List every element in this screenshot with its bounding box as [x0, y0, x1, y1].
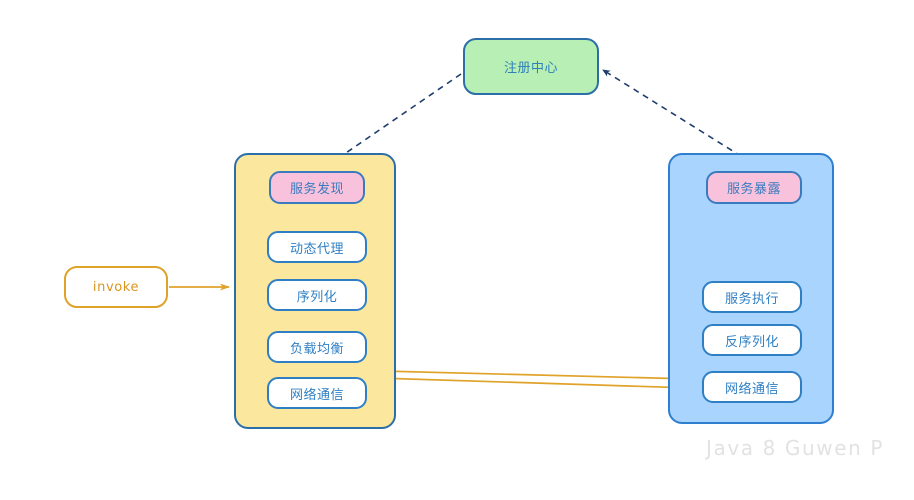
provider-header-label: 服务暴露 [726, 182, 781, 197]
consumer-step-network-communication[interactable]: 网络通信 [267, 377, 367, 409]
consumer-header-service-discovery[interactable]: 服务发现 [269, 171, 365, 204]
provider-step-label: 服务执行 [724, 291, 779, 307]
provider-step-service-execute[interactable]: 服务执行 [702, 281, 802, 313]
provider-step-deserialization[interactable]: 反序列化 [702, 324, 802, 356]
registry-label: 注册中心 [503, 61, 558, 76]
provider-panel: 服务暴露 服务执行 反序列化 网络通信 [668, 153, 834, 424]
watermark: Java 8 Guwen P [706, 436, 885, 460]
consumer-panel: 服务发现 动态代理 序列化 负载均衡 网络通信 [234, 153, 396, 429]
invoke-node[interactable]: invoke [64, 266, 168, 308]
connector-response [380, 367, 693, 380]
consumer-step-label: 动态代理 [289, 241, 344, 257]
invoke-label: invoke [92, 279, 140, 295]
consumer-header-label: 服务发现 [289, 182, 344, 197]
consumer-step-label: 序列化 [296, 289, 338, 305]
consumer-step-dynamic-proxy[interactable]: 动态代理 [267, 231, 367, 263]
connector-request [376, 377, 693, 392]
consumer-step-label: 负载均衡 [289, 341, 344, 357]
provider-step-network-communication[interactable]: 网络通信 [702, 371, 802, 403]
consumer-step-serialization[interactable]: 序列化 [267, 279, 367, 311]
provider-step-label: 反序列化 [724, 334, 779, 350]
consumer-step-load-balance[interactable]: 负载均衡 [267, 331, 367, 363]
registry-node[interactable]: 注册中心 [463, 38, 599, 95]
provider-header-service-expose[interactable]: 服务暴露 [706, 171, 802, 204]
provider-step-label: 网络通信 [724, 381, 779, 397]
consumer-step-label: 网络通信 [289, 387, 344, 403]
